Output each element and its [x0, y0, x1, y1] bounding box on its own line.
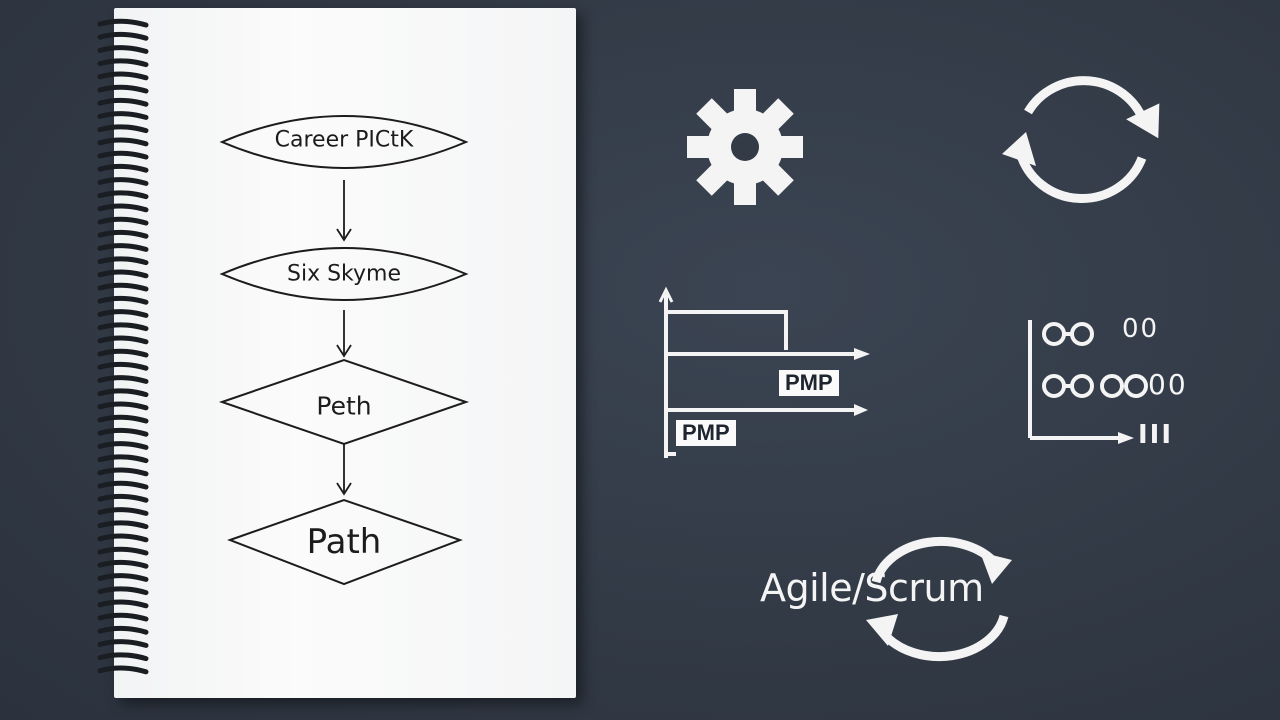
spiral-binding: [97, 18, 149, 675]
spiral-coil: [97, 216, 149, 226]
spiral-coil: [97, 665, 149, 675]
spiral-coil: [97, 454, 149, 464]
flowchart-node-1-label: Career PICtK: [274, 127, 414, 153]
spiral-coil: [97, 507, 149, 516]
spiral-coil: [97, 137, 149, 147]
dot-chart-row1-tail: 00: [1122, 314, 1160, 344]
flowchart: [218, 115, 470, 586]
gear-tooth: [734, 89, 756, 115]
spiral-coil: [97, 124, 149, 134]
gear-tooth: [687, 136, 713, 158]
spiral-coil: [97, 612, 149, 622]
agile-scrum-label: Agile/Scrum: [760, 566, 984, 610]
spiral-coil: [97, 71, 149, 81]
spiral-coil: [97, 573, 149, 582]
spiral-coil: [97, 150, 149, 160]
gantt-chart-icon: [658, 286, 870, 458]
dot-matrix-chart-icon: [1028, 320, 1148, 444]
flowchart-node-3-shape: [218, 358, 470, 446]
gantt-pmp-label-upper: PMP: [779, 370, 839, 396]
spiral-coil: [97, 282, 149, 292]
spiral-coil: [97, 559, 149, 569]
spiral-coil: [97, 520, 149, 530]
spiral-coil: [97, 546, 149, 556]
spiral-coil: [97, 177, 149, 186]
spiral-coil: [97, 427, 149, 437]
spiral-coil: [97, 31, 149, 41]
flowchart-node-4-shape: [227, 498, 463, 586]
dot-chart-row2-tail: 00: [1148, 368, 1188, 401]
spiral-coil: [97, 533, 149, 543]
spiral-coil: [97, 388, 149, 398]
spiral-coil: [97, 58, 149, 68]
spiral-coil: [97, 652, 149, 662]
spiral-coil: [97, 84, 149, 94]
spiral-coil: [97, 375, 149, 384]
gantt-pmp-label-lower: PMP: [676, 420, 736, 446]
spiral-coil: [97, 97, 149, 107]
notebook-page: Career PICtK Six Skyme Peth Path: [114, 8, 576, 698]
flowchart-node-4-label: Path: [306, 522, 382, 562]
spiral-coil: [97, 493, 149, 503]
spiral-coil: [97, 256, 149, 266]
spiral-coil: [97, 480, 149, 490]
spiral-coil: [97, 599, 149, 609]
spiral-coil: [97, 335, 149, 345]
cycle-arrows-icon: [1002, 76, 1160, 204]
spiral-coil: [97, 111, 149, 120]
spiral-coil: [97, 348, 149, 358]
flowchart-node-3-label: Peth: [316, 391, 372, 421]
spiral-coil: [97, 190, 149, 200]
spiral-coil: [97, 467, 149, 477]
spiral-coil: [97, 361, 149, 371]
spiral-coil: [97, 639, 149, 648]
spiral-coil: [97, 309, 149, 318]
flowchart-node-2-shape: [219, 247, 469, 301]
gear-tooth: [734, 179, 756, 205]
spiral-coil: [97, 625, 149, 635]
flowchart-node-1-shape: [219, 115, 469, 169]
spiral-coil: [97, 45, 149, 54]
spiral-coil: [97, 243, 149, 252]
spiral-coil: [97, 269, 149, 279]
spiral-coil: [97, 322, 149, 332]
gear-tooth: [777, 136, 803, 158]
agile-cycle-arrows-icon: [866, 536, 1012, 662]
spiral-coil: [97, 414, 149, 424]
spiral-coil: [97, 586, 149, 596]
dot-chart-axis-tail: III: [1138, 420, 1174, 450]
flowchart-node-2-label: Six Skyme: [287, 261, 401, 287]
spiral-coil: [97, 441, 149, 450]
spiral-coil: [97, 295, 149, 305]
spiral-coil: [97, 401, 149, 411]
spiral-coil: [97, 163, 149, 173]
spiral-coil: [97, 18, 149, 28]
gear-icon: [687, 89, 803, 205]
spiral-coil: [97, 229, 149, 239]
spiral-coil: [97, 203, 149, 213]
